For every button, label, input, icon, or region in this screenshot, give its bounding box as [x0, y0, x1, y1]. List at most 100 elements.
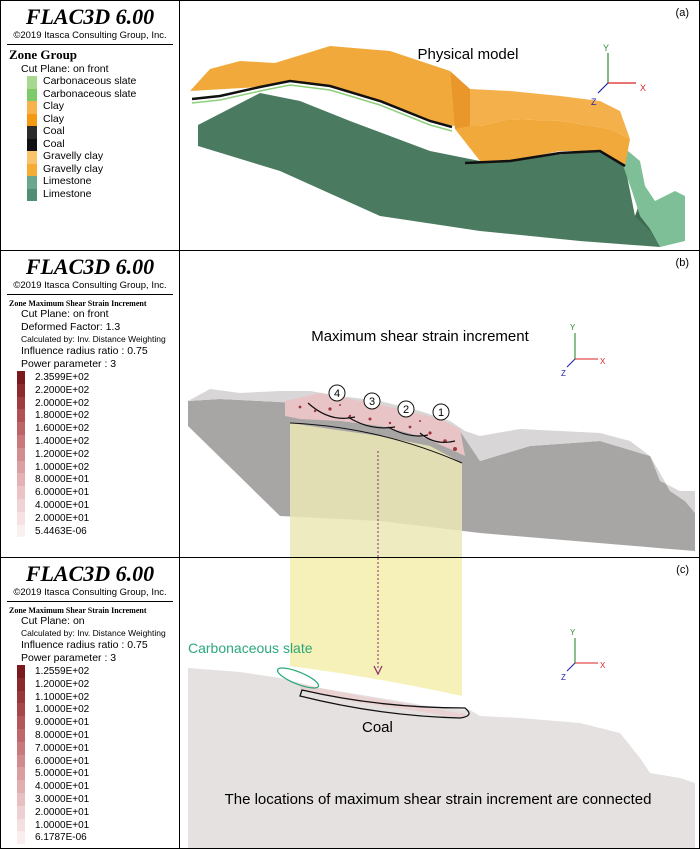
- scale-swatch: [17, 434, 25, 448]
- limestone-outcrop: [620, 151, 685, 247]
- scale-row: 2.3599E+02: [17, 371, 179, 384]
- scale-swatch: [17, 524, 25, 538]
- zone-group-swatch: [27, 151, 37, 164]
- scale-row: 4.0000E+01: [17, 780, 179, 793]
- zone-group-swatch: [27, 138, 37, 151]
- scale-swatch: [17, 511, 25, 525]
- scale-label: 4.0000E+01: [35, 499, 90, 511]
- calculated-by-text: Calculated by: Inv. Distance Weighting: [21, 628, 166, 638]
- scale-swatch: [17, 690, 25, 704]
- zone-group-label: Gravelly clay: [43, 150, 104, 162]
- legend-b: FLAC3D 6.00 ©2019 Itasca Consulting Grou…: [1, 251, 180, 558]
- cut-plane-text: Cut Plane: on front: [21, 308, 109, 320]
- strain-speckles: [298, 404, 457, 451]
- scale-label: 1.0000E+02: [35, 704, 90, 716]
- zone-group-swatch: [27, 126, 37, 139]
- circled-markers: 4 3 2 1: [328, 384, 450, 421]
- panel-letter-a: (a): [675, 7, 689, 19]
- scale-label: 1.2000E+02: [35, 678, 90, 690]
- label-carbonaceous-slate: Carbonaceous slate: [188, 640, 313, 656]
- scale-swatch: [17, 767, 25, 781]
- axis-y-label: Y: [570, 323, 576, 332]
- scale-swatch: [17, 792, 25, 806]
- axis-x-label: X: [600, 661, 606, 670]
- marker-4: 4: [334, 388, 340, 400]
- scene-c: Carbonaceous slate Coal The locations of…: [188, 558, 695, 848]
- scale-swatch: [17, 498, 25, 512]
- zone-group-row: Gravelly clay: [27, 150, 179, 164]
- scale-row: 1.2559E+02: [17, 665, 179, 678]
- scale-label: 7.0000E+01: [35, 742, 90, 754]
- scale-row: 9.0000E+01: [17, 716, 179, 729]
- zone-group-label: Gravelly clay: [43, 162, 104, 175]
- scale-swatch: [17, 831, 25, 845]
- copyright: ©2019 Itasca Consulting Group, Inc.: [13, 587, 167, 598]
- deformed-factor-text: Deformed Factor: 1.3: [21, 321, 121, 333]
- panel-letter-c: (c): [676, 564, 689, 576]
- panel-c-connected-locations: FLAC3D 6.00 ©2019 Itasca Consulting Grou…: [0, 557, 700, 849]
- legend-heading: Zone Group: [9, 47, 78, 62]
- scale-row: 1.8000E+02: [17, 409, 179, 423]
- copyright: ©2019 Itasca Consulting Group, Inc.: [13, 280, 167, 291]
- software-title: FLAC3D 6.00: [25, 4, 155, 29]
- scale-label: 6.0000E+01: [35, 755, 90, 767]
- zone-group-label: Limestone: [43, 187, 92, 200]
- scale-swatch: [17, 409, 25, 423]
- scale-row: 2.0000E+02: [17, 396, 179, 410]
- power-parameter-text: Power parameter : 3: [21, 358, 117, 370]
- coal-outline: [299, 689, 470, 719]
- scale-swatch: [17, 728, 25, 742]
- slate-band: [191, 84, 453, 132]
- panel-a-physical-model: FLAC3D 6.00 ©2019 Itasca Consulting Grou…: [0, 0, 700, 251]
- zone-group-swatch: [27, 76, 37, 89]
- calculated-by-text: Calculated by: Inv. Distance Weighting: [21, 334, 166, 344]
- scale-row: 1.2000E+02: [17, 447, 179, 461]
- scale-swatch: [17, 780, 25, 793]
- scale-swatch: [17, 741, 25, 755]
- scale-label: 9.0000E+01: [35, 717, 90, 729]
- axis-z-label: Z: [561, 369, 566, 378]
- influence-radius-text: Influence radius ratio : 0.75: [21, 345, 148, 357]
- zone-group-row: Carbonaceous slate: [27, 75, 179, 89]
- software-title: FLAC3D 6.00: [25, 254, 155, 279]
- scale-label: 2.2000E+02: [35, 384, 90, 396]
- axis-y-label: Y: [603, 43, 609, 53]
- zone-group-swatch: [27, 88, 37, 101]
- scene-a: Physical model Y X Z: [190, 43, 685, 247]
- software-title: FLAC3D 6.00: [25, 561, 155, 586]
- scale-label: 8.0000E+01: [35, 474, 90, 486]
- coal-seam-left: [191, 79, 453, 129]
- scale-row: 6.0000E+01: [17, 754, 179, 768]
- scale-label: 2.0000E+02: [35, 397, 90, 409]
- zone-group-swatch: [27, 113, 37, 126]
- caption-b: Maximum shear strain increment: [311, 328, 529, 345]
- scale-row: 1.2000E+02: [17, 677, 179, 691]
- legend-heading: Zone Maximum Shear Strain Increment: [9, 606, 147, 615]
- clay-top-right: [455, 119, 630, 166]
- slope-section: [188, 668, 695, 848]
- scale-label: 1.8000E+02: [35, 410, 90, 422]
- marker-1: 1: [438, 407, 444, 419]
- zone-group-label: Coal: [43, 125, 65, 137]
- slip-arcs: [307, 402, 456, 443]
- scale-label: 4.0000E+01: [35, 781, 90, 793]
- scale-row: 6.0000E+01: [17, 486, 179, 499]
- axis-x-label: X: [640, 83, 646, 93]
- scale-swatch: [17, 818, 25, 832]
- scale-label: 3.0000E+01: [35, 793, 90, 805]
- scale-row: 1.6000E+02: [17, 422, 179, 435]
- zone-group-swatch: [27, 101, 37, 114]
- scene-b: 4 3 2 1 Maximum shear strain increment Y…: [188, 323, 695, 558]
- scale-swatch: [17, 486, 25, 499]
- axis-y-label: Y: [570, 628, 576, 637]
- zone-group-row: Clay: [27, 100, 179, 114]
- scale-label: 1.2559E+02: [35, 666, 90, 677]
- legend-c: FLAC3D 6.00 ©2019 Itasca Consulting Grou…: [1, 558, 180, 848]
- zone-group-label: Coal: [43, 137, 65, 150]
- label-coal: Coal: [362, 719, 393, 736]
- zone-group-swatch: [27, 188, 37, 201]
- scale-row: 4.0000E+01: [17, 498, 179, 512]
- connector-arrowhead: [373, 665, 383, 676]
- scale-row: 8.0000E+01: [17, 728, 179, 742]
